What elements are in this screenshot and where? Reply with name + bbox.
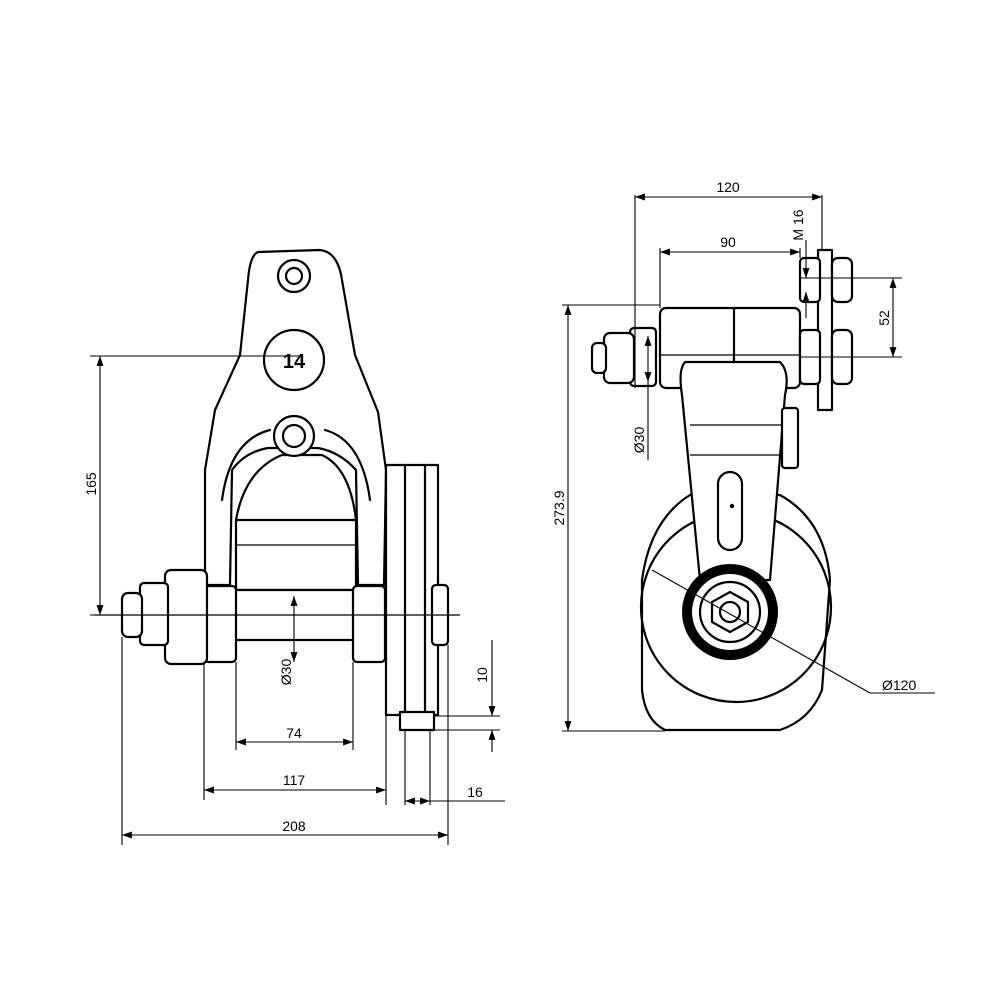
part-number-circle — [262, 328, 326, 392]
dim-total-height: 273.9 — [551, 490, 567, 525]
front-dimensions: 165 Ø30 74 117 208 16 10 — [83, 355, 505, 845]
front-nut — [138, 581, 170, 647]
part-number-label: 14 — [283, 351, 306, 373]
dim-plate-thickness: 16 — [467, 784, 483, 800]
dim-bolt-spacing: 90 — [720, 234, 736, 250]
side-dimensions: 120 90 M 16 52 273.9 Ø30 Ø120 — [551, 179, 935, 732]
front-view: 14 — [95, 248, 460, 732]
side-nut — [602, 331, 636, 385]
front-washer — [163, 568, 209, 666]
hub-nut — [710, 590, 750, 634]
front-side-plate — [384, 463, 440, 717]
dim-roller-dia: Ø120 — [882, 677, 916, 693]
side-view — [590, 248, 854, 732]
front-roller — [234, 518, 358, 592]
dim-plate-gap: 10 — [474, 667, 490, 683]
dim-inner-width: 74 — [286, 725, 302, 741]
dim-bolt-pitch: 52 — [876, 310, 892, 326]
dim-outer-width: 117 — [283, 772, 306, 788]
dim-side-pin-dia: Ø30 — [631, 427, 647, 454]
side-arm — [679, 360, 788, 582]
dim-total-width: 208 — [282, 818, 306, 834]
dim-front-height: 165 — [83, 472, 99, 496]
dim-bolt-thread: M 16 — [790, 209, 806, 240]
slot — [716, 470, 744, 552]
dim-side-width: 120 — [716, 179, 740, 195]
dim-front-pin-dia: Ø30 — [278, 659, 294, 686]
